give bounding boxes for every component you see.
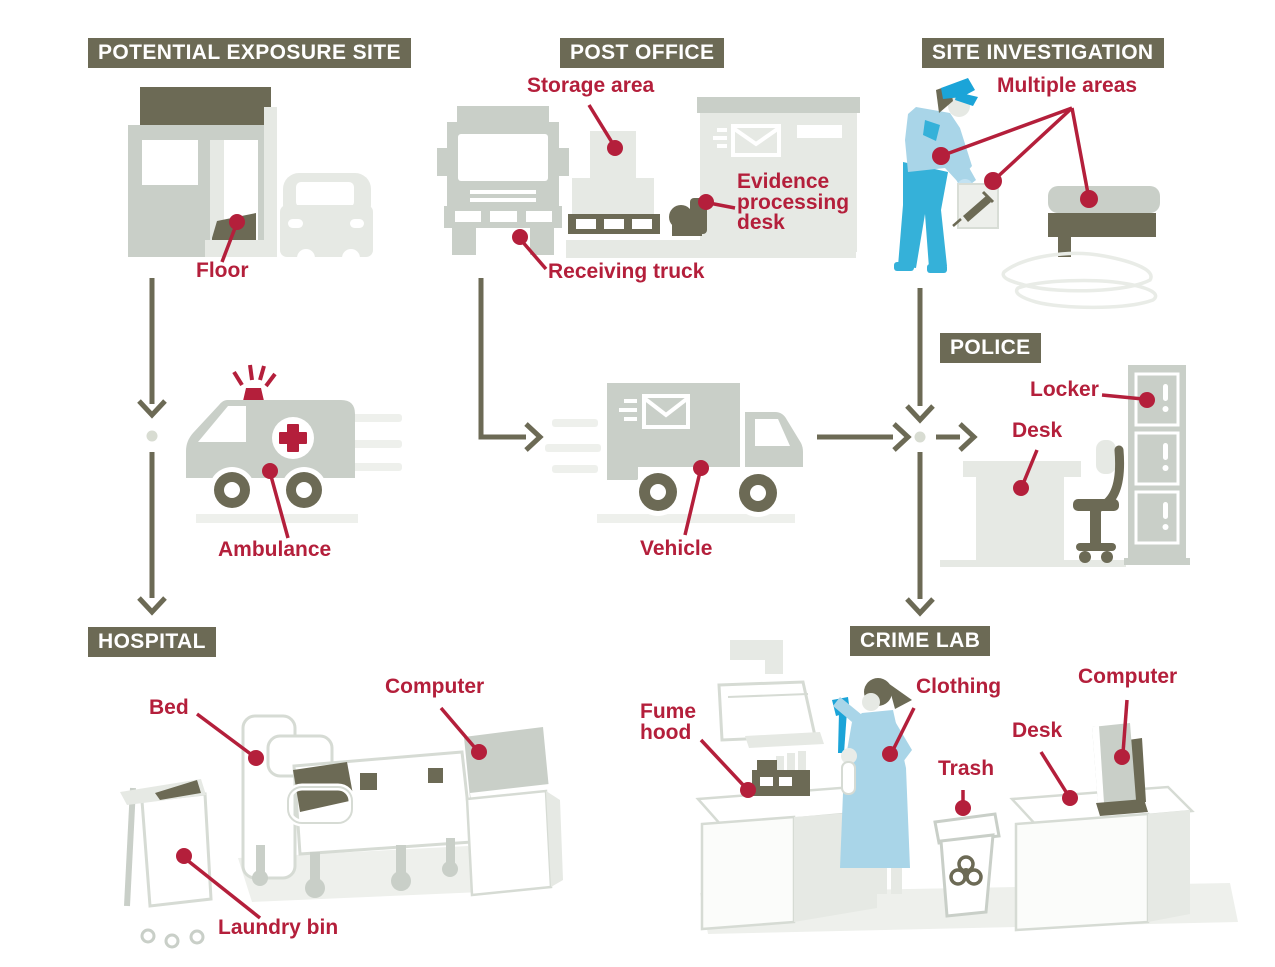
car-icon	[280, 173, 373, 267]
callout-dot-multiple-areas-2	[984, 172, 1002, 190]
office-chair-icon	[1073, 440, 1125, 563]
callout-dot-vehicle	[693, 460, 709, 476]
callout-dot-evidence-desk	[698, 194, 714, 210]
callout-dot-floor	[229, 214, 245, 230]
callout-label-police-desk: Desk	[1012, 419, 1063, 442]
callout-dot-bed	[248, 750, 264, 766]
callout-dot-lab-desk	[1062, 790, 1078, 806]
laundry-cart-icon	[120, 779, 213, 949]
evidence-bag-syringe-icon	[952, 183, 999, 229]
callout-label-lab-computer: Computer	[1078, 665, 1178, 688]
police-officer-icon	[894, 78, 978, 273]
callout-dot-receiving-truck	[512, 229, 528, 245]
callout-label-vehicle: Vehicle	[640, 537, 713, 560]
callout-label-ambulance: Ambulance	[218, 538, 332, 561]
badge-police: POLICE	[940, 333, 1041, 363]
computer-workstation-icon	[464, 727, 563, 897]
bench-icon	[1048, 186, 1160, 257]
callout-label-bed: Bed	[149, 696, 189, 719]
lab-desk-icon	[1009, 785, 1195, 932]
mail-truck-icon	[545, 383, 803, 523]
callout-label-fume-hood: Fume hood	[640, 700, 697, 744]
callout-dot-police-desk	[1013, 480, 1029, 496]
lab-equipment-icon	[752, 751, 810, 796]
post-office-building-icon	[697, 97, 860, 252]
ambulance-wheels	[209, 467, 327, 513]
callout-dot-laundry-bin	[176, 848, 192, 864]
callout-dot-fume-hood	[740, 782, 756, 798]
callout-label-hospital-computer: Computer	[385, 675, 485, 698]
police-desk-icon	[940, 461, 1126, 567]
evidence-locker-icon	[1124, 365, 1190, 565]
hospital-room-illustration	[120, 714, 563, 949]
desktop-monitor-icon	[1092, 723, 1148, 816]
hospital-bed-icon	[241, 714, 474, 898]
callout-label-clothing: Clothing	[916, 675, 1002, 698]
callout-label-lab-desk: Desk	[1012, 719, 1063, 742]
callout-dot-trash	[955, 800, 971, 816]
callout-label-receiving-truck: Receiving truck	[548, 260, 705, 283]
crime-lab-illustration	[695, 640, 1238, 934]
callout-label-laundry-bin: Laundry bin	[218, 916, 339, 939]
badge-crime-lab: CRIME LAB	[850, 626, 991, 656]
badge-potential-exposure-site: POTENTIAL EXPOSURE SITE	[88, 38, 411, 68]
callout-dot-lab-computer	[1114, 749, 1130, 765]
flow-arrows	[137, 278, 978, 617]
mail-truck-wheels	[634, 468, 782, 517]
gloves-outline-icon	[1001, 251, 1158, 310]
callout-dot-hospital-computer	[471, 744, 487, 760]
badge-site-investigation: SITE INVESTIGATION	[922, 38, 1164, 68]
storefront-building-icon	[128, 87, 277, 257]
callout-dot-multiple-areas-3	[1080, 190, 1098, 208]
callout-label-floor: Floor	[196, 259, 249, 282]
biohazard-trash-icon	[933, 812, 1001, 918]
callout-dot-multiple-areas-1	[932, 147, 950, 165]
box-truck-front-icon	[437, 106, 569, 255]
callout-dot-clothing	[882, 746, 898, 762]
callout-dot-ambulance	[262, 463, 278, 479]
callout-label-locker: Locker	[1030, 378, 1099, 401]
ambulance-icon	[186, 364, 402, 523]
callout-label-trash: Trash	[938, 757, 995, 780]
callout-dot-locker	[1139, 392, 1155, 408]
fume-hood-icon	[717, 640, 824, 748]
callout-label-evidence-processing-desk: Evidence processing desk	[737, 170, 850, 235]
callout-label-multiple-areas: Multiple areas	[997, 74, 1138, 97]
lab-technician-icon	[832, 678, 912, 894]
callout-label-storage-area: Storage area	[527, 74, 655, 97]
badge-hospital: HOSPITAL	[88, 627, 216, 657]
callout-lines	[176, 104, 1155, 920]
badge-post-office: POST OFFICE	[560, 38, 725, 68]
callout-dot-storage-area	[607, 140, 623, 156]
